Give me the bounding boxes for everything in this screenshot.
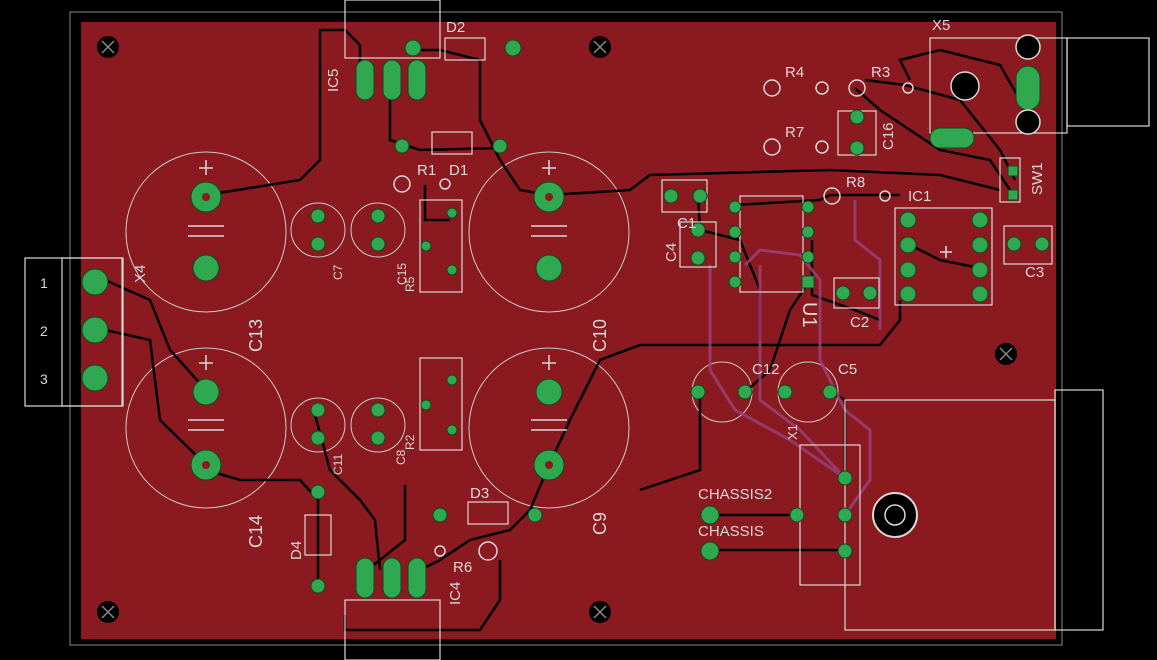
- component-symbols: [188, 160, 952, 431]
- label-C12: C12: [752, 361, 780, 378]
- label-R4: R4: [785, 64, 804, 81]
- label-R3: R3: [871, 64, 890, 81]
- bottom-traces: [708, 200, 882, 516]
- label-R8: R8: [846, 174, 865, 191]
- label-D2: D2: [446, 19, 465, 36]
- label-R7: R7: [785, 124, 804, 141]
- label-pin3: 3: [40, 371, 48, 387]
- silkscreen-outlines: [24, 0, 1150, 660]
- silkscreen-labels: D2 IC5 X5 R4 R3 R7 C16 SW1 R1 D1 R8 IC1 …: [40, 17, 1046, 605]
- label-pin1: 1: [40, 275, 48, 291]
- label-C16: C16: [880, 122, 897, 150]
- label-C5: C5: [838, 361, 857, 378]
- label-IC5: IC5: [325, 69, 342, 92]
- top-traces: [104, 28, 1022, 632]
- board-copper-pour: [81, 22, 1056, 639]
- label-CHASSIS: CHASSIS: [698, 523, 764, 540]
- label-U1: U1: [798, 302, 820, 328]
- label-C13: C13: [246, 319, 266, 352]
- label-C9: C9: [590, 512, 610, 535]
- label-D3: D3: [470, 485, 489, 502]
- dc-jack: [872, 34, 1041, 538]
- label-C15: C15: [395, 263, 409, 285]
- label-X5: X5: [932, 17, 950, 34]
- label-C7: C7: [331, 264, 345, 280]
- label-SW1: SW1: [1029, 162, 1046, 195]
- label-IC4: IC4: [447, 582, 464, 605]
- label-R1: R1: [417, 162, 436, 179]
- label-D4: D4: [288, 541, 305, 560]
- label-X1: X1: [785, 424, 800, 440]
- label-pin2: 2: [40, 323, 48, 339]
- label-C4: C4: [663, 243, 680, 262]
- label-C3: C3: [1025, 264, 1044, 281]
- label-R5: R5: [403, 276, 417, 292]
- label-C8: C8: [394, 449, 408, 465]
- label-C1: C1: [677, 215, 696, 232]
- label-C10: C10: [590, 319, 610, 352]
- label-R2: R2: [403, 434, 417, 450]
- board-outline: [69, 11, 1063, 646]
- vias: [393, 79, 914, 561]
- label-C11: C11: [331, 454, 345, 475]
- electrolytic-capacitor-outlines: [125, 151, 839, 509]
- label-C2: C2: [850, 314, 869, 331]
- label-C14: C14: [246, 515, 266, 548]
- label-IC1: IC1: [908, 188, 931, 205]
- label-D1: D1: [449, 162, 468, 179]
- label-CHASSIS2: CHASSIS2: [698, 486, 772, 503]
- label-X4: X4: [132, 265, 149, 283]
- label-R6: R6: [453, 559, 472, 576]
